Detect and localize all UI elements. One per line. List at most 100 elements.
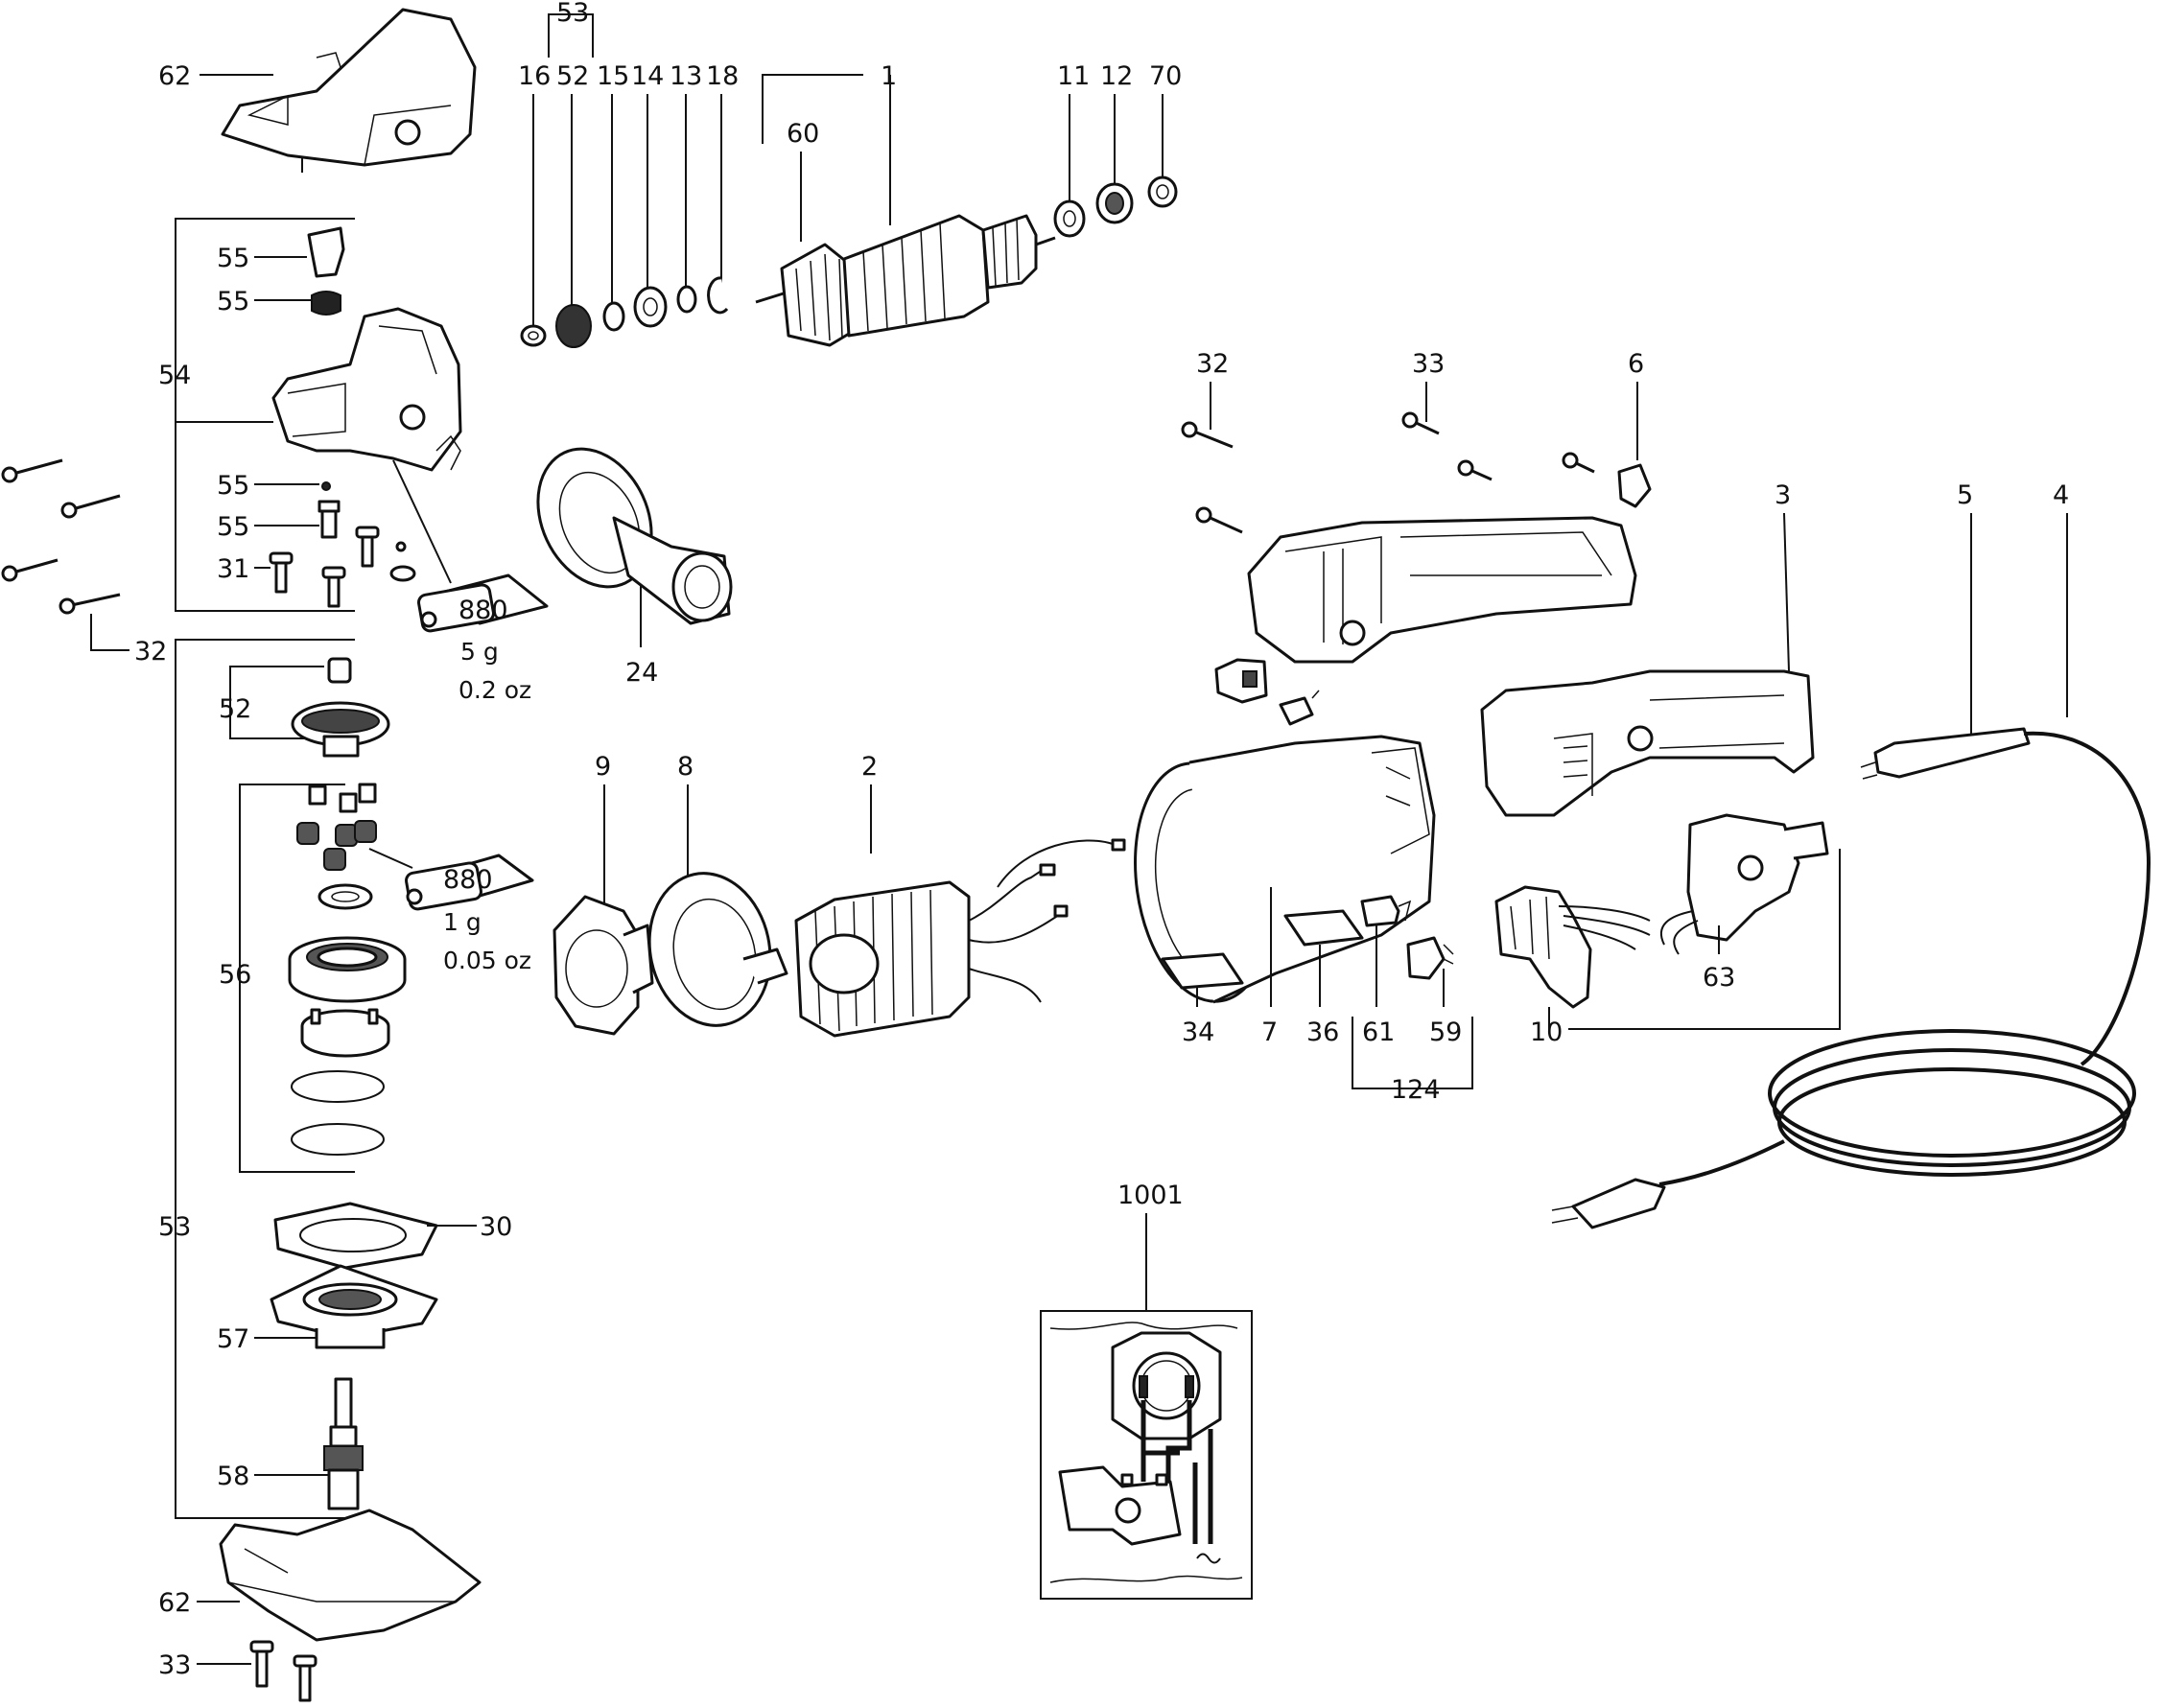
part-8-fan-baffle [647,872,788,1027]
label-31: 31 [217,554,249,584]
part-55-knob [307,226,345,316]
label-33b: 33 [1412,349,1445,379]
part-62-top-cover [221,8,477,173]
part-880-grease-tube-1g [405,854,534,911]
label-33a: 33 [158,1650,191,1680]
label-8: 8 [677,752,694,782]
label-14: 14 [631,61,664,91]
label-55d: 55 [217,512,249,542]
part-33-screws-bottom [249,1640,317,1702]
label-880b: 880 [443,865,493,895]
part-24-side-handle [536,447,733,625]
label-7: 7 [1261,1018,1278,1047]
part-1001-wiring-diagram [1040,1310,1253,1600]
label-5: 5 [1957,480,1973,510]
label-63: 63 [1703,963,1735,993]
label-36: 36 [1306,1018,1339,1047]
part-flange [300,1008,390,1058]
part-6-lock [1617,463,1652,508]
label-5g: 5 g [460,638,499,666]
part-58-spindle [323,1377,364,1510]
label-9: 9 [595,752,611,782]
part-36-label [1283,909,1364,947]
part-o-ring-2 [291,1123,385,1156]
label-3: 3 [1775,480,1791,510]
label-59: 59 [1429,1018,1462,1047]
part-62-bottom-cover [219,1509,482,1642]
label-1g: 1 g [443,908,482,936]
part-34-label [1161,952,1244,990]
part-12-bearing-sleeve [1095,182,1134,224]
label-32b: 32 [1196,349,1229,379]
label-52a: 52 [556,61,589,91]
label-62a: 62 [158,61,191,91]
label-6: 6 [1628,349,1644,379]
label-52b: 52 [219,694,251,724]
part-4-power-cord [1551,731,2151,1229]
label-1001: 1001 [1117,1181,1184,1210]
label-55c: 55 [217,471,249,501]
part-3-handle-housing [1480,669,1815,817]
part-52-pinion [555,304,592,348]
label-53b: 53 [158,1212,191,1242]
part-55-pin [317,500,341,539]
label-62b: 62 [158,1588,191,1618]
label-16: 16 [518,61,551,91]
label-57: 57 [217,1324,249,1354]
part-ring-gear [288,936,407,1003]
part-15-washer [602,301,625,332]
part-30-gasket [273,1202,438,1270]
label-70: 70 [1149,61,1182,91]
part-9-air-guide [553,895,654,1036]
label-54: 54 [158,361,191,390]
part-57-bearing-flange [270,1264,438,1349]
label-32a: 32 [134,637,167,667]
part-7-motor-housing [1134,735,1436,1004]
label-2: 2 [861,752,878,782]
part-16-nut [520,324,547,347]
part-18-circlip [707,276,729,315]
part-59-suppressor [1406,936,1454,980]
label-24: 24 [625,658,658,688]
label-11: 11 [1057,61,1090,91]
label-1: 1 [881,61,897,91]
label-10: 10 [1530,1018,1563,1047]
part-32-33-screws-right [1181,411,1595,534]
label-124: 124 [1391,1075,1441,1105]
label-4: 4 [2053,480,2069,510]
label-880a: 880 [458,596,508,625]
part-54-gear-housing [271,307,462,472]
label-61: 61 [1362,1018,1395,1047]
label-30: 30 [480,1212,512,1242]
label-005oz: 0.05 oz [443,947,531,974]
part-52-bevel-gear [291,657,390,758]
label-58: 58 [217,1462,249,1491]
part-1-armature [755,214,1056,347]
part-carbon-brush [1279,690,1320,726]
label-12: 12 [1100,61,1133,91]
label-13: 13 [670,61,702,91]
part-5-cable-sleeve [1860,727,2031,780]
part-880-grease-tube-5g [417,573,549,633]
label-55b: 55 [217,287,249,316]
label-56: 56 [219,960,251,990]
label-53a: 53 [556,0,589,28]
label-15: 15 [597,61,629,91]
label-18: 18 [706,61,739,91]
part-o-ring-1 [291,1070,385,1103]
part-11-bearing [1053,199,1086,238]
part-14-bearing [633,286,668,328]
label-60: 60 [787,119,819,149]
part-13-washer [676,285,697,314]
label-34: 34 [1182,1018,1214,1047]
part-63-switch [1659,813,1829,955]
part-31-screws [269,526,416,608]
part-56-planet-gears [296,783,377,910]
part-10-electronics-module [1494,885,1651,1009]
part-32-screws-left [1,458,121,615]
label-02oz: 0.2 oz [458,676,531,704]
part-61-clip [1360,895,1412,927]
part-upper-handle-shell [1247,516,1637,664]
